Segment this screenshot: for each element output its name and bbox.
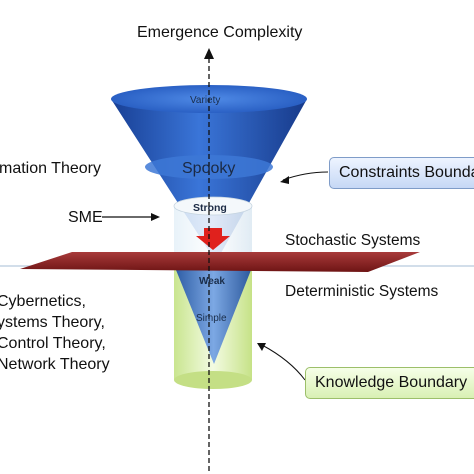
down-arrow-icon (196, 228, 230, 250)
stochastic-systems-label: Stochastic Systems (285, 232, 421, 249)
knowledge-arrowhead-icon (257, 343, 266, 351)
variety-label: Variety (190, 95, 221, 106)
left-list-item: Cybernetics, (0, 293, 86, 310)
left-theory-list: Cybernetics, ystems Theory, Control Theo… (0, 291, 110, 375)
stochastic-plane (20, 252, 420, 272)
constraints-boundary-callout: Constraints Boundary (329, 157, 474, 189)
knowledge-boundary-callout: Knowledge Boundary (305, 367, 474, 399)
knowledge-connector (261, 344, 306, 381)
axis-label: Emergence Complexity (137, 24, 303, 41)
constraints-arrowhead-icon (280, 176, 289, 184)
sme-label: SME (68, 209, 103, 226)
lower-funnel (176, 270, 251, 364)
left-list-item: Control Theory, (0, 335, 106, 352)
spooky-label: Spooky (182, 160, 236, 177)
sme-arrow (102, 213, 160, 221)
left-list-item: Network Theory (0, 356, 110, 373)
left-list-item: ystems Theory, (0, 314, 105, 331)
constraints-connector (282, 171, 329, 181)
weak-label: Weak (199, 276, 225, 287)
deterministic-systems-label: Deterministic Systems (285, 283, 439, 300)
strong-label: Strong (193, 202, 227, 214)
information-theory-label: mation Theory (0, 160, 101, 177)
axis-arrowhead-icon (204, 48, 214, 59)
simple-label: Simple (196, 313, 227, 324)
